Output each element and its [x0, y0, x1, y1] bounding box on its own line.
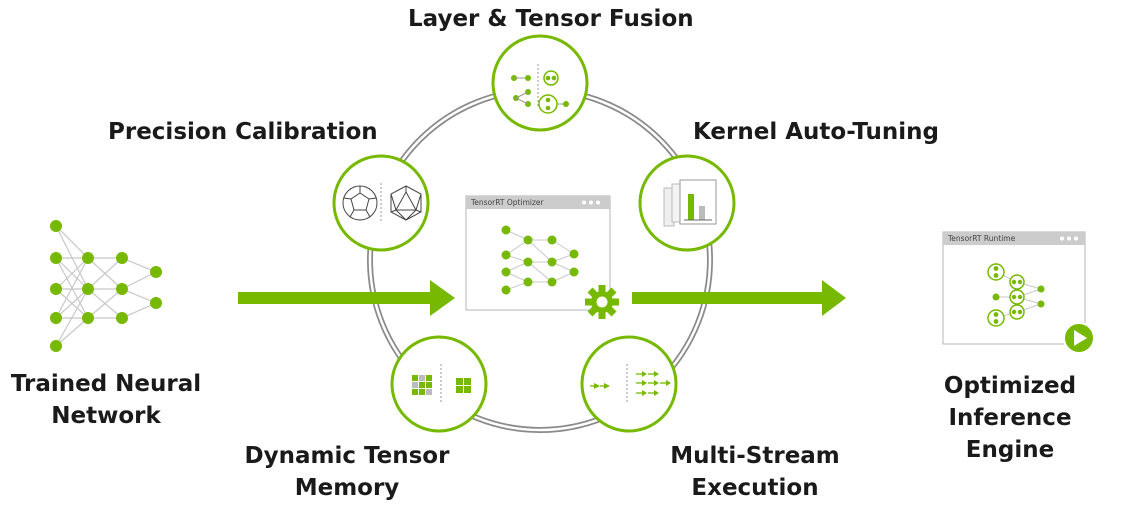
multistream-icon [590, 364, 671, 404]
optimizer-window-title: TensorRT Optimizer [471, 198, 544, 207]
trained-network-line1: Trained Neural [10, 371, 202, 397]
dynamic-memory-label: Dynamic Tensor Memory [232, 440, 462, 504]
optimized-engine-line3: Engine [965, 437, 1055, 463]
kernel-label: Kernel Auto-Tuning [693, 119, 939, 145]
output-arrow [632, 280, 846, 316]
neural-network-icon [55, 225, 157, 347]
runtime-window-title: TensorRT Runtime [948, 234, 1016, 243]
precision-label: Precision Calibration [108, 119, 378, 145]
trained-network-line2: Network [51, 403, 161, 429]
fusion-circle [491, 34, 589, 132]
memory-grid-icon [412, 364, 471, 404]
fusion-label: Layer & Tensor Fusion [408, 6, 694, 32]
dynamic-memory-line2: Memory [294, 475, 400, 501]
runtime-window [942, 231, 1086, 345]
memory-circle [390, 335, 488, 433]
input-arrow [238, 280, 455, 316]
precision-circle [332, 154, 430, 252]
dynamic-memory-line1: Dynamic Tensor [244, 443, 450, 469]
optimizer-window [465, 195, 611, 311]
fusion-icon [511, 64, 569, 114]
kernel-bars-icon [663, 179, 717, 227]
optimized-engine-label: Optimized Inference Engine [930, 370, 1090, 466]
kernel-circle [638, 154, 736, 252]
precision-icon [342, 183, 422, 223]
multistream-line2: Execution [691, 475, 819, 501]
gear-icon [585, 285, 619, 319]
optimized-engine-line2: Inference [948, 405, 1072, 431]
play-icon [1063, 322, 1095, 354]
multistream-label: Multi-Stream Execution [650, 440, 860, 504]
multistream-line1: Multi-Stream [670, 443, 840, 469]
optimized-engine-line1: Optimized [943, 373, 1077, 399]
trained-network-label: Trained Neural Network [6, 368, 206, 432]
multistream-circle [580, 335, 678, 433]
